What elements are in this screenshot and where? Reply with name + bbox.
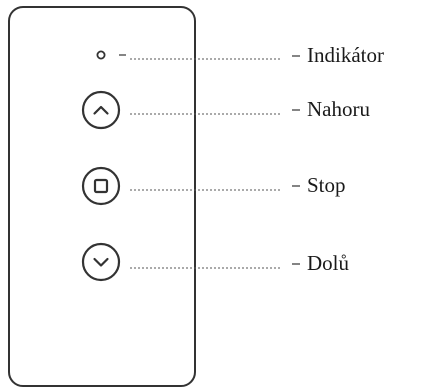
up-button[interactable]	[81, 90, 121, 130]
stop-square-icon	[93, 178, 109, 194]
stop-label: Stop	[307, 173, 346, 197]
down-label: Dolů	[307, 251, 350, 275]
down-button-row: Dolů	[81, 242, 350, 282]
chevron-up-icon	[93, 105, 109, 115]
indicator-row: Indikátor	[96, 43, 384, 67]
indicator-led-icon	[96, 50, 106, 60]
up-button-row: Nahoru	[81, 90, 370, 130]
down-button[interactable]	[81, 242, 121, 282]
stop-button-row: Stop	[81, 166, 346, 206]
indicator-label: Indikátor	[307, 43, 384, 67]
up-label: Nahoru	[307, 97, 370, 121]
stop-button[interactable]	[81, 166, 121, 206]
chevron-down-icon	[93, 257, 109, 267]
